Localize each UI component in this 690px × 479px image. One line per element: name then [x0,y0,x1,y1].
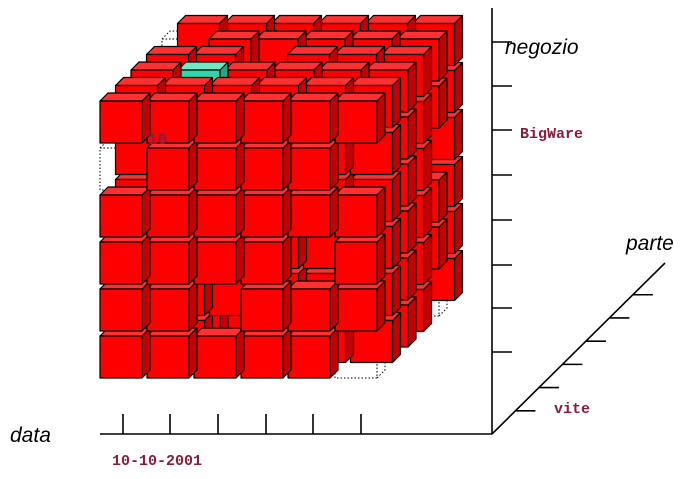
cube-cell [287,92,339,144]
cube-cell [99,233,151,285]
cube-cell [334,92,386,144]
date-value-label: 10-10-2001 [112,453,203,470]
cube-cell [193,233,245,285]
cube-cell [146,186,198,238]
cube-cell [240,139,292,191]
part-value-label: vite [554,401,591,418]
part-axis-title: parte [626,232,674,255]
cube-cell [146,327,198,379]
cube-cell [193,327,245,379]
cube-cell [334,233,386,285]
cube-cell [146,280,198,332]
cube-cell [240,327,292,379]
cube-cell [146,92,198,144]
cube-cell [99,280,151,332]
cube-cell [193,139,245,191]
cube-cell [240,92,292,144]
cube-cells [99,14,464,379]
store-value-label: BigWare [520,126,584,143]
cube-cell [287,186,339,238]
axes [100,8,666,435]
cube-cell [99,327,151,379]
cube-cell [287,327,339,379]
store-axis-title: negozio [505,36,579,59]
axis-ticks [122,41,653,434]
highlight-cell-value: 10 [148,131,168,149]
cube-cell [287,139,339,191]
part-axis-line [491,262,666,435]
cube-cell [193,186,245,238]
cube-cell [99,92,151,144]
cube-cell [287,280,339,332]
cube-cell [334,186,386,238]
cube-cell [240,233,292,285]
date-axis-title: data [10,424,51,447]
cube-cell [146,233,198,285]
cube-cell [99,186,151,238]
cube-cell [193,92,245,144]
cube-cell [334,280,386,332]
cube-cell [240,280,292,332]
cube-cell [240,186,292,238]
